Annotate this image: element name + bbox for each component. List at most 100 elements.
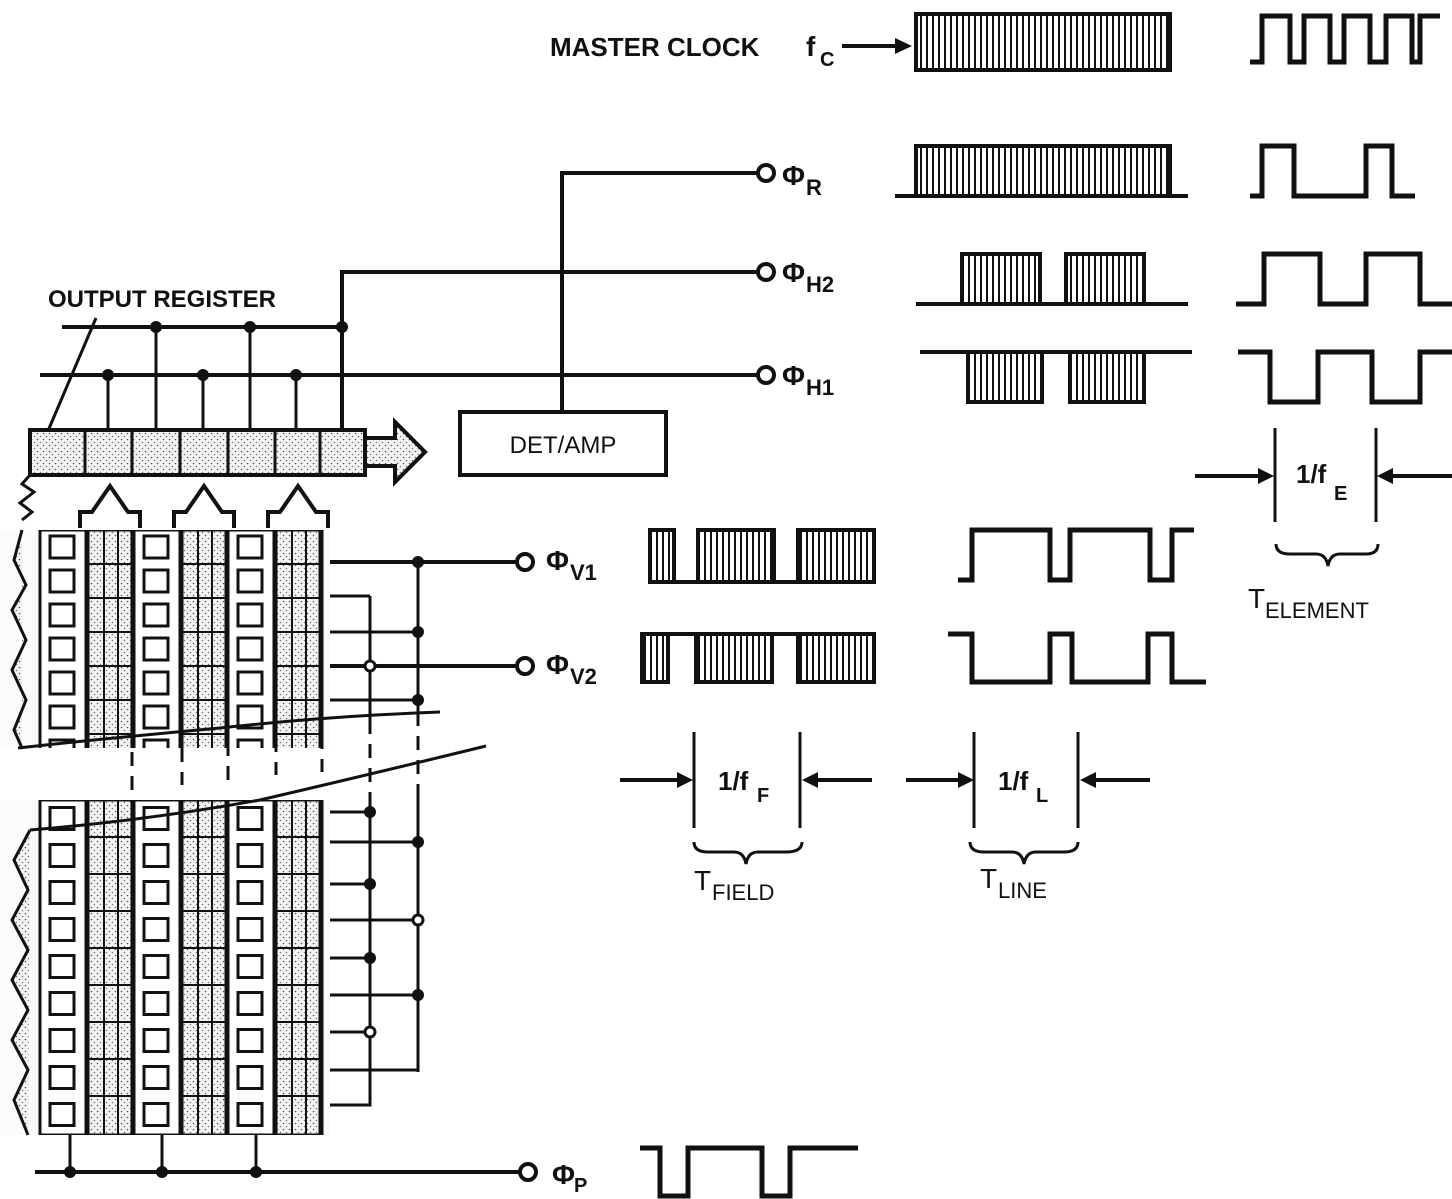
pixel-cell (142, 991, 170, 1016)
pixel-cell (142, 954, 170, 979)
phi-h2-waveform (1236, 251, 1452, 307)
pixel-cell (236, 568, 264, 594)
phi-p-symbol: Φ (552, 1159, 575, 1190)
pixel-cell (48, 917, 76, 942)
pixel-cell (142, 534, 170, 560)
pixel-cell (142, 568, 170, 594)
pixel-cell (236, 806, 264, 831)
pixel-cell (48, 1065, 76, 1090)
phi-h1-sub: H1 (806, 375, 834, 400)
phi-v1-waveform (958, 527, 1194, 583)
time-field-sub: FIELD (712, 880, 774, 905)
pixel-array-top (0, 530, 330, 748)
pixel-cell (142, 670, 170, 696)
transfer-channel (274, 530, 322, 748)
phi-v1-symbol: Φ (546, 545, 569, 576)
phi-v2-waveform (948, 631, 1206, 685)
pixel-cell (236, 1065, 264, 1090)
brace-icon (1274, 543, 1380, 567)
transfer-channel (180, 530, 228, 748)
master-clock: MASTER CLOCK f C (550, 12, 1440, 72)
det-amp-label: DET/AMP (510, 432, 617, 459)
terminal-phi-h2: Φ H2 (756, 257, 834, 297)
terminal-phi-p: Φ P (35, 1159, 587, 1197)
pixel-cell (236, 954, 264, 979)
phi-v2-sub: V2 (570, 664, 597, 689)
period-element-label: 1/f (1296, 459, 1327, 489)
phi-v1-sub: V1 (570, 560, 597, 585)
phi-r-sub: R (806, 175, 822, 200)
pixel-array-bottom (0, 800, 330, 1135)
pixel-cell (48, 636, 76, 662)
brace-icon (692, 841, 804, 865)
break-line (17, 710, 441, 750)
pixel-cell (236, 534, 264, 560)
pixel-cell (142, 636, 170, 662)
pixel-cell (236, 917, 264, 942)
terminal-phi-v1: Φ V1 (320, 545, 597, 585)
det-amp-block: DET/AMP (458, 410, 668, 477)
phi-r-burst (895, 144, 1188, 198)
pixel-cell (142, 1102, 170, 1127)
phi-h1-symbol: Φ (782, 360, 805, 391)
pixel-cell (48, 1028, 76, 1053)
time-element-main: T (1248, 583, 1265, 614)
pixel-cell (48, 843, 76, 868)
transfer-channel (86, 800, 134, 1135)
arrow-icon (1258, 468, 1274, 484)
pixel-cell (48, 602, 76, 628)
phi-v2-symbol: Φ (546, 649, 569, 680)
output-register-section: OUTPUT REGISTER (17, 171, 760, 522)
transfer-channel (180, 800, 228, 1135)
transfer-channel (274, 800, 322, 1135)
period-field-sub: F (757, 785, 769, 807)
pixel-cell (48, 670, 76, 696)
period-field-label: 1/f (718, 766, 749, 796)
master-clock-burst (914, 12, 1172, 72)
time-line-main: T (980, 863, 997, 894)
pixel-cell (236, 738, 264, 748)
phi-v1-burst (648, 528, 876, 584)
pixel-cell (142, 738, 170, 748)
element-period: 1/f E T ELEMENT (1195, 428, 1452, 623)
pixel-cell (142, 880, 170, 905)
pixel-cell (142, 1028, 170, 1053)
pixel-cell (142, 704, 170, 730)
transfer-arrow-icon (78, 482, 142, 528)
arrow-icon (895, 38, 912, 54)
phi-h1-waveform (1238, 349, 1452, 405)
arrow-icon (1377, 468, 1393, 484)
phi-h2-burst (916, 252, 1188, 306)
pixel-cell (236, 602, 264, 628)
phi-h2-sub: H2 (806, 272, 834, 297)
pixel-cell (48, 704, 76, 730)
imaging-array (0, 482, 487, 1178)
line-period: 1/f L T LINE (906, 732, 1150, 903)
time-field-main: T (694, 865, 711, 896)
transfer-arrow-icon (266, 482, 330, 528)
pixel-cell (48, 991, 76, 1016)
pixel-cell (236, 670, 264, 696)
pixel-cell (48, 1102, 76, 1127)
field-period: 1/f F T FIELD (620, 732, 872, 905)
pixel-cell (236, 1028, 264, 1053)
shift-right-arrow-icon (363, 417, 428, 487)
pixel-cell (142, 1065, 170, 1090)
phi-p-sub: P (574, 1175, 587, 1197)
phi-h1-burst (920, 350, 1192, 404)
pixel-cell (236, 1102, 264, 1127)
pixel-cell (236, 843, 264, 868)
period-element-sub: E (1334, 483, 1347, 505)
pixel-cell (236, 880, 264, 905)
pixel-cell (236, 636, 264, 662)
brace-icon (968, 841, 1080, 865)
period-line-label: 1/f (998, 766, 1029, 796)
pixel-cell (48, 568, 76, 594)
phi-r-line (560, 171, 760, 412)
output-register (28, 428, 367, 477)
master-clock-sub: C (820, 49, 834, 71)
terminal-phi-h1: Φ H1 (756, 360, 834, 400)
time-element-sub: ELEMENT (1265, 598, 1369, 623)
pixel-cell (48, 534, 76, 560)
